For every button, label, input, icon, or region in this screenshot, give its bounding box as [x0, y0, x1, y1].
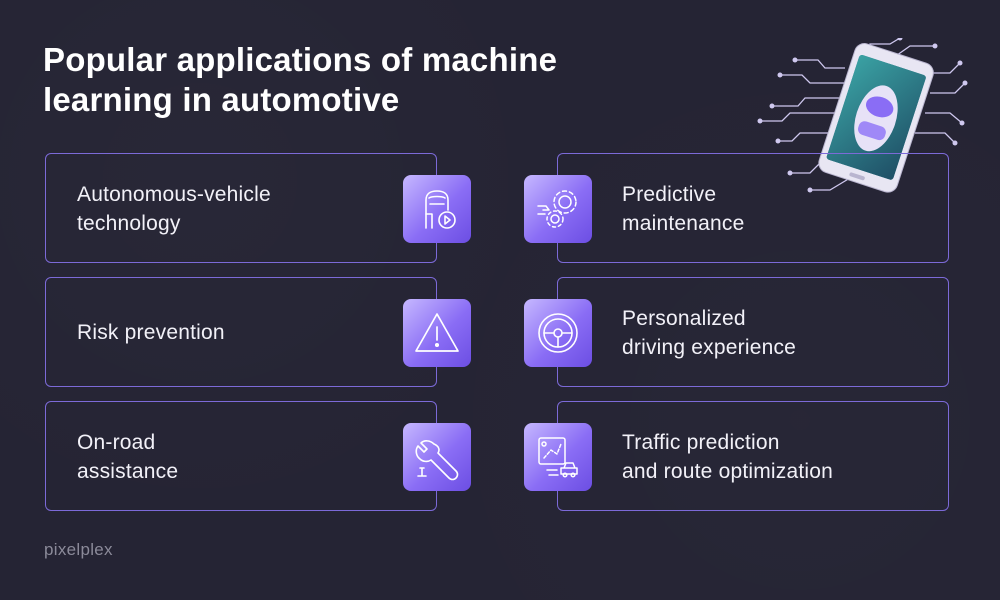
card-label-line1: Predictive — [622, 183, 717, 206]
card-personalized-driving: Personalized driving experience — [524, 277, 949, 387]
card-autonomous-vehicle: Autonomous-vehicle technology — [45, 153, 471, 263]
card-label-line2: and route optimization — [622, 460, 834, 483]
warning-triangle-icon — [403, 299, 471, 367]
route-map-car-icon — [524, 423, 592, 491]
title-line-2: learning in automotive — [43, 81, 400, 118]
page-title: Popular applications of machine learning… — [43, 40, 683, 120]
card-label-line2: assistance — [77, 460, 179, 483]
card-label-line1: On-road — [77, 431, 156, 454]
title-line-1: Popular applications of machine — [43, 41, 558, 78]
wrench-bolt-icon — [403, 423, 471, 491]
steering-wheel-icon — [524, 299, 592, 367]
card-label-line1: Risk prevention — [77, 321, 225, 344]
card-label-line1: Personalized — [622, 307, 746, 330]
card-label-line2: driving experience — [622, 336, 797, 359]
car-top-view-play-icon — [403, 175, 471, 243]
pixelplex-logo: pixelplex — [44, 540, 113, 559]
card-label-line2: maintenance — [622, 212, 745, 235]
phone-circuit-illustration — [757, 38, 968, 193]
card-on-road-assistance: On-road assistance — [45, 401, 471, 511]
gears-icon — [524, 175, 592, 243]
card-label-line1: Traffic prediction — [622, 431, 780, 454]
card-risk-prevention: Risk prevention — [45, 277, 471, 387]
card-label-line2: technology — [77, 212, 181, 235]
card-traffic-prediction: Traffic prediction and route optimizatio… — [524, 401, 949, 511]
card-label-line1: Autonomous-vehicle — [77, 183, 271, 206]
card-predictive-maintenance: Predictive maintenance — [524, 153, 949, 263]
